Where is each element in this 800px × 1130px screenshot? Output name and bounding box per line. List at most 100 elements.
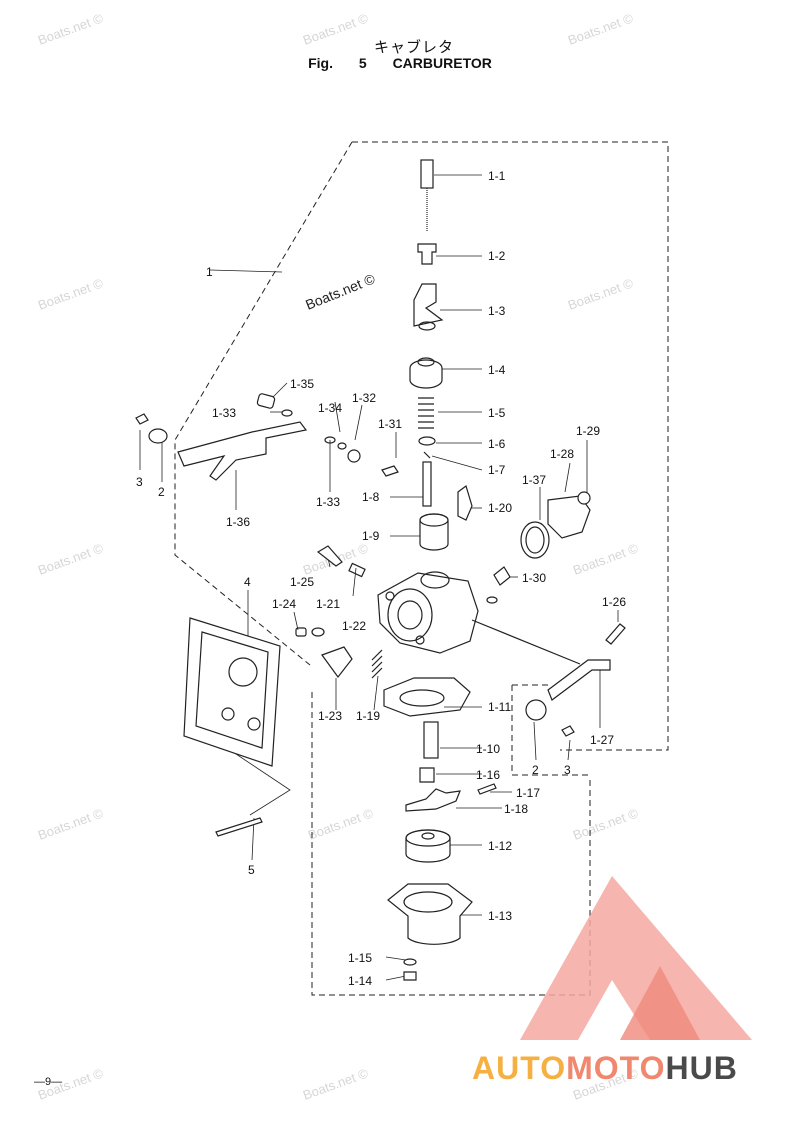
- callout-1-21: 1-21: [316, 597, 340, 611]
- part-1-6-washer: [418, 436, 436, 446]
- part-1-16-main-jet: [419, 767, 435, 783]
- callout-1-33-left: 1-33: [212, 406, 236, 420]
- part-1-34-spring: [337, 442, 347, 450]
- part-4-air-filter: [183, 617, 281, 767]
- part-1-17-needle-valve: [477, 783, 497, 795]
- part-1-1-screw: [420, 159, 434, 189]
- callout-5: 5: [248, 863, 255, 877]
- callout-1-7: 1-7: [488, 463, 506, 477]
- part-1-27-bracket: [547, 659, 611, 701]
- part-1-23-lever: [321, 646, 353, 678]
- callout-1-2: 1-2: [488, 249, 506, 263]
- callout-1-13: 1-13: [488, 909, 512, 923]
- callout-1-25: 1-25: [290, 575, 314, 589]
- watermark: Boats.net ©: [36, 540, 106, 578]
- callout-1-8: 1-8: [362, 490, 380, 504]
- part-1-24-nut: [295, 627, 307, 637]
- callout-1-10: 1-10: [476, 742, 500, 756]
- callout-1-11: 1-11: [488, 700, 511, 714]
- page-number: —9—: [34, 1076, 63, 1088]
- callout-4: 4: [244, 575, 251, 589]
- parts: [135, 159, 626, 981]
- figure-caption: CARBURETOR: [392, 55, 492, 71]
- leader-lines: [139, 174, 619, 981]
- part-1-25-screw: [316, 545, 343, 567]
- callout-1-3: 1-3: [488, 304, 506, 318]
- callout-1-15: 1-15: [348, 951, 372, 965]
- part-3-screw: [135, 413, 149, 425]
- callout-1-22: 1-22: [342, 619, 366, 633]
- callout-3-left: 3: [136, 475, 143, 489]
- part-5-bolt: [215, 817, 263, 837]
- callout-1-36: 1-36: [226, 515, 250, 529]
- part-1-20-nipple: [457, 485, 473, 521]
- callout-3-right: 3: [564, 763, 571, 777]
- part-1-36-lever: [177, 421, 308, 481]
- watermark: Boats.net ©: [306, 805, 376, 843]
- part-1-10-jet: [423, 721, 439, 759]
- automotohub-logo: AUTOMOTOHUB: [472, 1050, 738, 1087]
- part-1-11-gasket: [383, 677, 471, 717]
- watermark: Boats.net ©: [301, 1065, 371, 1103]
- watermark: Boats.net ©: [571, 540, 641, 578]
- part-1-19-spring: [371, 649, 383, 679]
- part-1-33-washer: [324, 436, 336, 444]
- part-1-37-gasket: [520, 521, 550, 559]
- part-1-3-bracket: [413, 283, 444, 327]
- watermark: Boats.net ©: [36, 275, 106, 313]
- callout-2-left: 2: [158, 485, 165, 499]
- watermark-dark: Boats.net ©: [303, 270, 378, 313]
- callout-1-31: 1-31: [378, 417, 402, 431]
- figure-title-japanese: キャブレタ: [373, 39, 454, 56]
- callout-labels: 1-1 1-2 1-3 1-4 1-5 1-6 1-7 1-8 1-9 1-10…: [136, 169, 626, 988]
- callout-1-20: 1-20: [488, 501, 512, 515]
- callout-1-23: 1-23: [318, 709, 342, 723]
- callout-1-34: 1-34: [318, 401, 342, 415]
- callout-1-35: 1-35: [290, 377, 314, 391]
- callout-1-17: 1-17: [516, 786, 540, 800]
- part-1-31-screw: [381, 465, 399, 477]
- callout-1-4: 1-4: [488, 363, 506, 377]
- callout-1-33-right: 1-33: [316, 495, 340, 509]
- part-1-13-float-chamber: [387, 883, 473, 945]
- part-3-screw-right: [561, 725, 575, 737]
- callout-1-37: 1-37: [522, 473, 546, 487]
- logo-auto: AUTO: [472, 1050, 567, 1086]
- logo-hub: HUB: [665, 1050, 738, 1086]
- part-1-35-collar: [256, 393, 276, 409]
- callout-1-27: 1-27: [590, 733, 614, 747]
- figure-title: Fig. 5 CARBURETOR: [0, 55, 800, 71]
- callout-1-30: 1-30: [522, 571, 546, 585]
- part-1-22-washer: [311, 627, 325, 637]
- callout-1-6: 1-6: [488, 437, 506, 451]
- part-1-8-needle: [422, 461, 432, 507]
- part-1-29-screw: [577, 491, 591, 505]
- callout-1-28: 1-28: [550, 447, 574, 461]
- callout-1-16: 1-16: [476, 768, 500, 782]
- callout-2-right: 2: [532, 763, 539, 777]
- watermark: Boats.net ©: [36, 10, 106, 48]
- part-1-14-plug: [403, 971, 417, 981]
- logo-mark: [520, 876, 752, 1040]
- part-2-bushing-right: [525, 699, 547, 721]
- assembly-boundary: [174, 141, 669, 996]
- logo-moto: MOTO: [566, 1050, 666, 1086]
- part-2-bushing: [148, 428, 168, 444]
- part-1-4-knob: [409, 359, 443, 389]
- figure-number: Fig. 5: [308, 55, 367, 71]
- part-1-32-clip: [347, 449, 361, 463]
- callout-1-18: 1-18: [504, 802, 528, 816]
- watermarks: Boats.net © Boats.net © Boats.net © Boat…: [36, 10, 641, 1103]
- callout-1-26: 1-26: [602, 595, 626, 609]
- callout-1-29: 1-29: [576, 424, 600, 438]
- callout-1-24: 1-24: [272, 597, 296, 611]
- part-1-2-cap: [417, 243, 437, 265]
- part-1-15-washer: [403, 958, 417, 966]
- part-1-7-clip: [423, 451, 431, 459]
- callout-1-5: 1-5: [488, 406, 506, 420]
- watermark: Boats.net ©: [36, 805, 106, 843]
- part-1-18-arm: [405, 788, 461, 812]
- callout-1-1: 1-1: [488, 169, 506, 183]
- part-1-9-valve: [419, 513, 449, 551]
